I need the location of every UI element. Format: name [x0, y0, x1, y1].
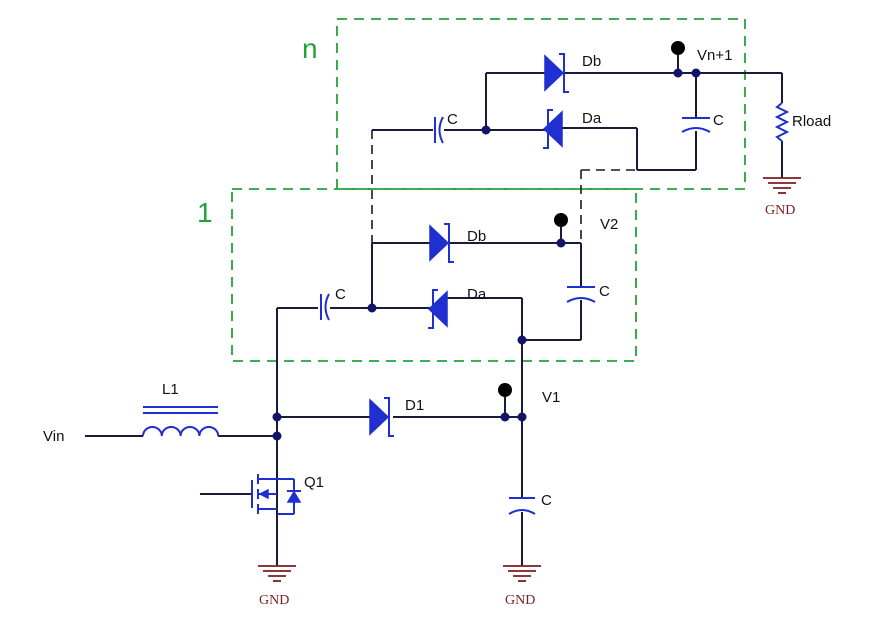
v1-label: V1 — [542, 389, 560, 406]
stage-n-diode-db — [544, 53, 569, 93]
vout-label: Vn+1 — [697, 47, 732, 64]
rload-label: Rload — [792, 113, 831, 130]
stage-n-cap-shunt-label: C — [713, 112, 724, 129]
stage-n-da-label: Da — [582, 110, 602, 127]
stage-1-capacitor-shunt — [566, 286, 596, 303]
v2-label: V2 — [600, 216, 618, 233]
junction-nodes — [272, 68, 701, 441]
ground-q1 — [258, 565, 296, 582]
stage-n-cap-series-label: C — [447, 111, 458, 128]
stage-n-capacitor-shunt — [681, 117, 711, 133]
ground-v1-label: GND — [505, 593, 535, 608]
stage-1-diode-db — [429, 223, 454, 263]
inductor-label: L1 — [162, 381, 179, 398]
vout-terminal — [671, 41, 685, 55]
mosfet-q1 — [200, 474, 302, 515]
vin-label: Vin — [43, 428, 64, 445]
capacitor-c-v1 — [508, 497, 536, 515]
cap-v1-label: C — [541, 492, 552, 509]
stage-1-label: 1 — [197, 197, 213, 228]
stage-n-diode-da — [542, 109, 563, 149]
stage-n-capacitor-series — [434, 116, 444, 144]
stage-1-db-label: Db — [467, 228, 486, 245]
stage-1-da-label: Da — [467, 286, 487, 303]
ground-load — [763, 177, 801, 194]
load-resistor — [774, 102, 790, 142]
input-wiring — [85, 308, 523, 566]
stage-n-wiring — [372, 55, 783, 178]
stage-1-wiring — [277, 227, 582, 341]
v2-terminal — [554, 213, 568, 227]
stage-n-db-label: Db — [582, 53, 601, 70]
v1-terminal — [498, 383, 512, 397]
stage-1-box — [231, 188, 637, 362]
ground-load-label: GND — [765, 203, 795, 218]
stage-1-cap-series-label: C — [335, 286, 346, 303]
ground-v1 — [503, 565, 541, 582]
stage-n-label: n — [302, 33, 318, 64]
diode-d1 — [369, 397, 394, 437]
inductor-l1 — [142, 406, 220, 437]
switch-label: Q1 — [304, 474, 324, 491]
ground-q1-label: GND — [259, 593, 289, 608]
stage-1-diode-da — [427, 289, 448, 329]
stage-1-capacitor-series — [320, 293, 330, 321]
stage-1-cap-shunt-label: C — [599, 283, 610, 300]
diode-d1-label: D1 — [405, 397, 424, 414]
stage-links — [371, 130, 637, 243]
